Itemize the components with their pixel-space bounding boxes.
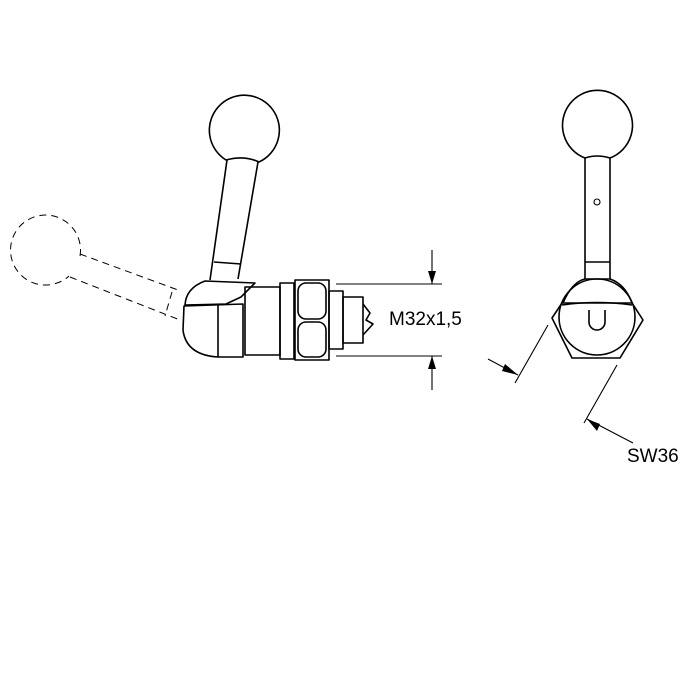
side-view	[10, 94, 442, 390]
lever-front	[561, 89, 634, 279]
valve-head-front	[551, 278, 644, 359]
thread-dimension-label: M32x1,5	[389, 309, 462, 330]
thread-dimension	[336, 250, 442, 390]
alternate-lever-position	[10, 214, 181, 321]
wrench-size-dimension	[487, 324, 634, 444]
front-view	[487, 89, 644, 444]
wrench-size-label: SW36	[627, 446, 679, 467]
lever	[208, 94, 281, 281]
valve-body	[244, 279, 374, 361]
